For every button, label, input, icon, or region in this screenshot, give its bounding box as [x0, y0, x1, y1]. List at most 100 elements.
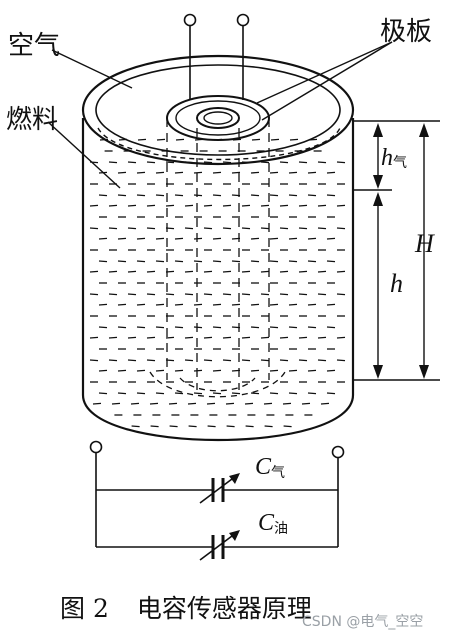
- liquid-dash: [155, 392, 165, 395]
- liquid-dash: [250, 260, 260, 263]
- equivalent-circuit: [89, 440, 345, 561]
- liquid-dash: [288, 171, 298, 174]
- liquid-dash: [146, 270, 156, 273]
- liquid-dash: [136, 369, 146, 372]
- liquid-dash: [127, 336, 137, 339]
- liquid-dash: [241, 204, 251, 207]
- liquid-dash: [136, 171, 146, 174]
- cylinder: [81, 54, 355, 442]
- liquid-dash: [108, 204, 118, 207]
- liquid-dash: [212, 260, 222, 263]
- liquid-dash: [289, 138, 299, 141]
- liquid-dash: [149, 402, 159, 405]
- liquid-dash: [288, 194, 298, 197]
- liquid-dash: [156, 138, 166, 141]
- liquid-dash: [108, 336, 118, 339]
- liquid-dash: [108, 227, 118, 230]
- liquid-dash: [298, 227, 308, 230]
- coil-variable-arrowhead-icon: [229, 530, 240, 541]
- liquid-dash: [298, 359, 308, 362]
- liquid-dash: [336, 161, 346, 164]
- liquid-dash: [89, 336, 99, 339]
- liquid-dash: [155, 194, 165, 197]
- dimensions: [353, 120, 440, 381]
- liquid-dash: [203, 336, 213, 339]
- liquid-dash: [117, 171, 127, 174]
- hgas-arrow-down-icon: [373, 175, 383, 189]
- liquid-dash: [288, 392, 298, 395]
- liquid-dash: [317, 204, 327, 207]
- liquid-dash: [108, 270, 118, 273]
- liquid-dash: [260, 359, 270, 362]
- liquid-dash: [307, 260, 317, 263]
- liquid-dash: [117, 369, 127, 372]
- liquid-dash: [241, 161, 251, 164]
- liquid-dash: [326, 303, 336, 306]
- liquid-dash: [174, 303, 184, 306]
- liquid-dash: [241, 270, 251, 273]
- liquid-dash: [136, 326, 146, 329]
- liquid-dash: [155, 237, 165, 240]
- liquid-dash: [146, 359, 156, 362]
- liquid-dash: [117, 303, 127, 306]
- liquid-dash: [127, 204, 137, 207]
- liquid-dash: [279, 336, 289, 339]
- liquid-dash: [250, 237, 260, 240]
- liquid-dash: [264, 425, 273, 428]
- liquid-dash: [146, 227, 156, 230]
- liquid-dash: [326, 392, 336, 395]
- liquid-dash: [118, 138, 128, 141]
- hgas-arrow-up-icon: [373, 123, 383, 137]
- liquid-dash: [279, 270, 289, 273]
- liquid-dash: [231, 303, 241, 306]
- label-c-gas-sub: 气: [271, 465, 285, 481]
- liquid-dash: [326, 369, 336, 372]
- circuit-terminal-right-icon: [331, 445, 345, 459]
- liquid-dash: [184, 204, 194, 207]
- liquid-dash: [241, 359, 251, 362]
- liquid-dash: [317, 161, 327, 164]
- liquid-dash: [89, 204, 99, 207]
- liquid-dash: [146, 161, 156, 164]
- liquid-dash: [165, 204, 175, 207]
- label-c-gas: C气: [255, 454, 285, 481]
- liquid-dash: [98, 369, 108, 372]
- liquid-dash: [184, 293, 194, 296]
- liquid-dash: [222, 293, 232, 296]
- liquid-dash: [212, 369, 222, 372]
- liquid-dash: [260, 227, 270, 230]
- liquid-dash: [136, 392, 146, 395]
- liquid-dash: [336, 359, 346, 362]
- liquid-dash: [222, 270, 232, 273]
- h-arrow-up-icon: [373, 192, 383, 206]
- liquid-dash: [336, 293, 346, 296]
- liquid-dash: [193, 194, 203, 197]
- liquid-dash: [307, 392, 317, 395]
- liquid-dash: [108, 161, 118, 164]
- liquid-dash: [336, 204, 346, 207]
- liquid-dash: [174, 369, 184, 372]
- liquid-dash: [155, 369, 165, 372]
- liquid-dash: [222, 227, 232, 230]
- liquid-dash: [155, 303, 165, 306]
- figure-number: 图 2: [60, 594, 109, 623]
- liquid-dash: [117, 194, 127, 197]
- cgas-variable-arrow: [199, 475, 237, 504]
- liquid-dash: [250, 171, 260, 174]
- liquid-dash: [193, 171, 203, 174]
- liquid-dash: [241, 336, 251, 339]
- label-air: 空气: [8, 31, 60, 61]
- air-leader: [51, 49, 133, 89]
- liquid-dash: [155, 326, 165, 329]
- liquid-dash: [251, 138, 261, 141]
- liquid-dash: [146, 336, 156, 339]
- liquid-dash: [174, 326, 184, 329]
- liquid-dash: [279, 204, 289, 207]
- liquid-dash: [231, 392, 241, 395]
- liquid-dash: [298, 161, 308, 164]
- liquid-dash: [269, 194, 279, 197]
- liquid-dash: [269, 260, 279, 263]
- liquid-dash: [175, 138, 185, 141]
- liquid-dash: [317, 359, 327, 362]
- label-c-oil-main: C: [258, 510, 275, 536]
